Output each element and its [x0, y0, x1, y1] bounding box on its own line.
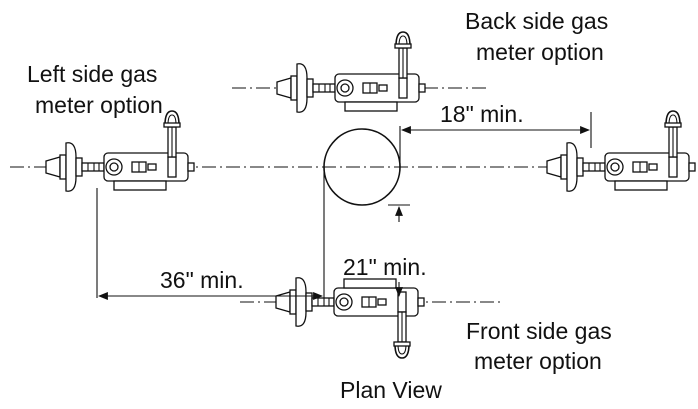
dim-18-label: 18" min. — [440, 101, 524, 127]
right-meter-assembly — [546, 110, 696, 193]
back-meter-assembly — [276, 31, 426, 114]
back-label-line1: Back side gas — [465, 8, 608, 34]
plan-view-caption: Plan View — [340, 377, 442, 403]
front-label-line2: meter option — [474, 348, 602, 374]
dim-36-label: 36" min. — [160, 267, 244, 293]
left-label-line1: Left side gas — [27, 61, 157, 87]
front-meter-assembly — [275, 276, 425, 359]
left-label-line2: meter option — [35, 92, 163, 118]
front-label-line1: Front side gas — [466, 318, 612, 344]
left-meter-assembly — [45, 110, 195, 193]
back-label-line2: meter option — [476, 39, 604, 65]
dim-21-label: 21" min. — [343, 254, 427, 280]
